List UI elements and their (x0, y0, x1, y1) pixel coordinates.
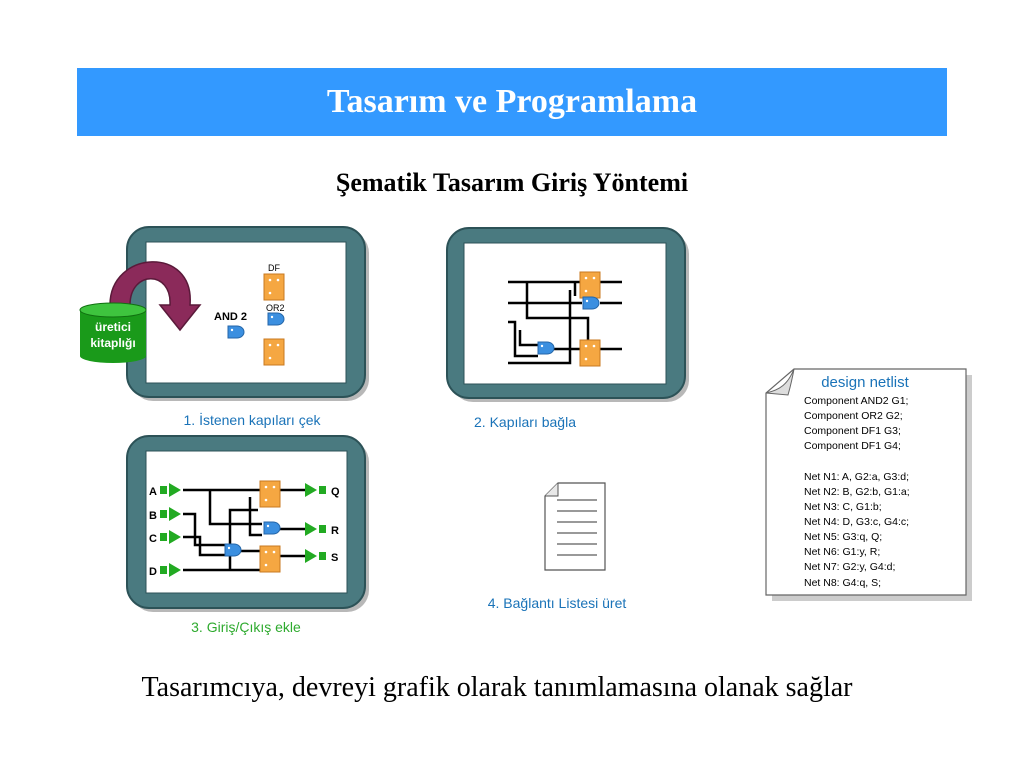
netlist-heading: design netlist (821, 374, 909, 391)
netlist-line: Net N3: C, G1:b; (804, 501, 882, 513)
or-gate-icon (263, 521, 281, 535)
library-label-line1: üretici (95, 320, 131, 334)
step3-panel: A B C D Q R S 3. Giriş/Çıkış ekle (126, 435, 369, 635)
flipflop-icon (579, 271, 601, 299)
or-gate-icon (267, 312, 285, 326)
step4-caption: 4. Bağlantı Listesi üret (488, 595, 627, 611)
output-label-s: S (331, 552, 338, 564)
and2-label: AND 2 (214, 311, 247, 323)
flipflop-icon (259, 480, 281, 508)
netlist-line: Component OR2 G2; (804, 410, 903, 422)
netlist-page (765, 368, 972, 601)
or2-label: OR2 (266, 303, 285, 313)
library-label-line2: kitaplığı (90, 336, 135, 350)
netlist-line: Net N8: G4:q, S; (804, 577, 881, 589)
netlist-line: Net N5: G3:q, Q; (804, 531, 882, 543)
and-gate-icon (227, 325, 245, 339)
drag-arrow-icon (109, 261, 202, 332)
title-bar: Tasarım ve Programlama (77, 68, 947, 136)
netlist-document-icon (544, 482, 606, 571)
input-label-d: D (149, 566, 157, 578)
and-gate-icon (224, 543, 242, 557)
flipflop-icon (263, 338, 285, 366)
slide-subtitle: Şematik Tasarım Giriş Yöntemi (335, 168, 689, 197)
input-label-b: B (149, 510, 157, 522)
flipflop-icon (259, 545, 281, 573)
output-label-q: Q (331, 486, 340, 498)
step1-caption: 1. İstenen kapıları çek (184, 411, 322, 428)
netlist-line: Net N2: B, G2:b, G1:a; (804, 486, 910, 498)
df-label: DF (268, 263, 280, 273)
netlist-line: Net N7: G2:y, G4:d; (804, 561, 895, 573)
input-label-c: C (149, 533, 157, 545)
flipflop-icon (579, 339, 601, 367)
flipflop-icon (263, 273, 285, 301)
netlist-line: Component DF1 G4; (804, 440, 901, 452)
step2-wires (508, 280, 622, 365)
and-gate-icon (537, 341, 555, 355)
output-label-r: R (331, 525, 339, 537)
netlist-lines: Component AND2 G1; Component OR2 G2; Com… (804, 395, 910, 589)
step3-wires (183, 488, 305, 572)
step2-panel: 2. Kapıları bağla (446, 227, 689, 430)
input-label-a: A (149, 486, 157, 498)
netlist-line: Component DF1 G3; (804, 425, 901, 437)
netlist-line: Component AND2 G1; (804, 395, 908, 407)
slide-footer-text: Tasarımcıya, devreyi grafik olarak tanım… (141, 672, 853, 703)
step2-caption: 2. Kapıları bağla (474, 414, 576, 430)
netlist-line: Net N6: G1:y, R; (804, 546, 880, 558)
step1-panel: DF OR2 DF AND 2 üretici kitaplığı 1. İst… (79, 226, 369, 428)
library-icon (79, 302, 147, 363)
slide-title: Tasarım ve Programlama (326, 83, 698, 120)
netlist-line: Net N4: D, G3:c, G4:c; (804, 516, 909, 528)
netlist-line: Net N1: A, G2:a, G3:d; (804, 471, 909, 483)
step3-caption: 3. Giriş/Çıkış ekle (191, 619, 301, 635)
or-gate-icon (582, 296, 600, 310)
